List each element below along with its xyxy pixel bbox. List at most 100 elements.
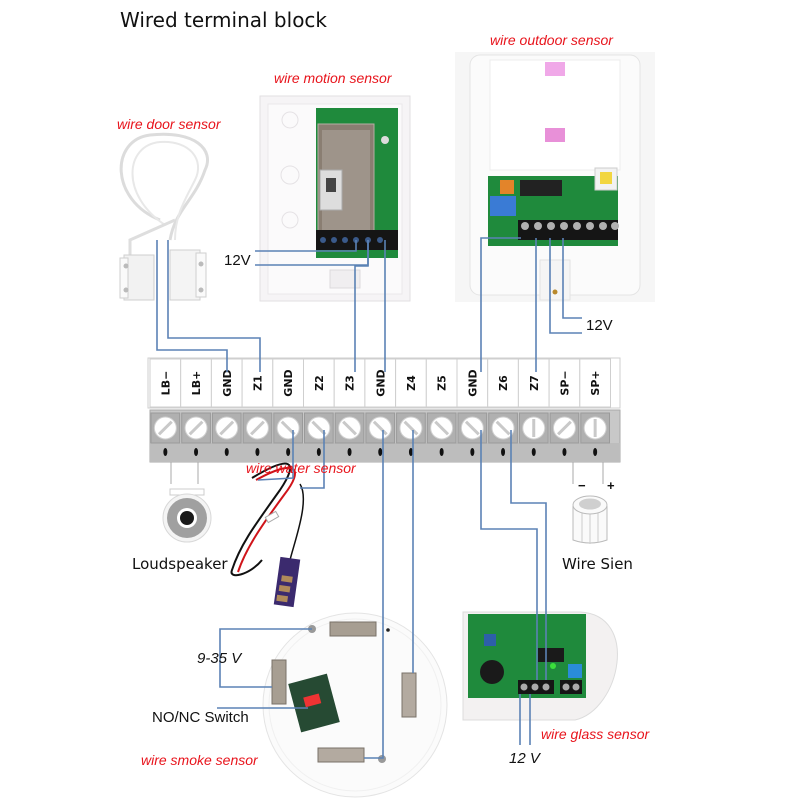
water-sensor-label: wire water sensor bbox=[246, 460, 356, 476]
no-nc-switch bbox=[303, 693, 322, 708]
terminal-wire-hole bbox=[562, 448, 567, 456]
terminal-wire-hole bbox=[163, 448, 168, 456]
wire-water-z2 bbox=[300, 430, 325, 489]
terminal-wire-hole bbox=[531, 448, 536, 456]
motion-12v-label: 12V bbox=[224, 252, 251, 269]
outdoor-sensor bbox=[455, 52, 655, 302]
screw-slot bbox=[188, 420, 204, 436]
terminal-label: Z3 bbox=[344, 375, 357, 391]
terminal-wire-hole bbox=[255, 448, 260, 456]
smoke-sensor bbox=[262, 612, 448, 798]
outdoor-12v-label: 12V bbox=[586, 317, 613, 334]
siren-label: Wire Sien bbox=[562, 555, 633, 573]
wire-outdoor-gnd bbox=[480, 237, 521, 372]
terminal-cell bbox=[456, 358, 489, 408]
screw-slot bbox=[557, 420, 572, 436]
screw-slot bbox=[495, 420, 511, 436]
door-sensor-label: wire door sensor bbox=[117, 116, 221, 132]
terminal-label: Z5 bbox=[436, 375, 449, 391]
door-magnet-right bbox=[169, 249, 201, 301]
screw-slot bbox=[219, 420, 235, 436]
terminal-wire-hole bbox=[286, 448, 291, 456]
screw-slot bbox=[434, 420, 450, 436]
screw-slot bbox=[372, 420, 388, 436]
wire-door-z1 bbox=[167, 240, 261, 372]
outdoor-led-top bbox=[545, 62, 565, 76]
terminal-label: LB+ bbox=[190, 371, 203, 396]
terminal-cell bbox=[487, 358, 519, 408]
terminal-cell bbox=[241, 358, 274, 408]
terminal-cell bbox=[149, 358, 182, 408]
terminal-wire-hole bbox=[501, 448, 506, 456]
door-sensor bbox=[119, 132, 209, 301]
glass-12v-label: 12 V bbox=[509, 750, 540, 767]
smoke-terminal-right bbox=[401, 672, 417, 718]
outdoor-led-bottom bbox=[545, 128, 565, 142]
door-magnet-left bbox=[123, 254, 155, 301]
terminal-cell bbox=[395, 358, 427, 408]
wire-door-gnd bbox=[156, 240, 228, 372]
terminal-cell bbox=[272, 358, 304, 408]
siren-plus-label: + bbox=[607, 478, 615, 493]
smoke-voltage-label: 9-35 V bbox=[197, 650, 242, 667]
smoke-terminal-top bbox=[329, 621, 377, 637]
siren-icon bbox=[572, 462, 608, 544]
screw-slot bbox=[464, 420, 480, 436]
terminal-label: Z1 bbox=[251, 375, 264, 391]
terminal-wire-hole bbox=[408, 448, 413, 456]
page-title: Wired terminal block bbox=[120, 8, 328, 32]
outdoor-sensor-label: wire outdoor sensor bbox=[490, 32, 613, 48]
terminal-wire-hole bbox=[378, 448, 383, 456]
terminal-label: Z6 bbox=[497, 375, 510, 391]
screw-slot bbox=[157, 420, 173, 436]
terminal-wire-hole bbox=[593, 448, 598, 456]
smoke-switch-label: NO/NC Switch bbox=[152, 709, 249, 726]
wire-motion-12v-a bbox=[255, 240, 357, 252]
siren-minus-label: − bbox=[578, 478, 586, 493]
smoke-terminal-bottom bbox=[317, 747, 365, 763]
screw-slot bbox=[403, 420, 419, 436]
terminal-label: GND bbox=[466, 369, 479, 396]
terminal-label: GND bbox=[221, 369, 234, 396]
terminal-label: GND bbox=[282, 369, 295, 396]
glass-sensor-label: wire glass sensor bbox=[541, 726, 650, 742]
terminal-wire-hole bbox=[224, 448, 229, 456]
wire-glass-z6 bbox=[510, 430, 547, 680]
terminal-cell bbox=[364, 358, 397, 408]
wires bbox=[156, 237, 582, 759]
terminal-wire-hole bbox=[194, 448, 199, 456]
terminal-wire-hole bbox=[439, 448, 444, 456]
wire-glass-gnd bbox=[480, 430, 538, 680]
screw-slot bbox=[342, 420, 357, 436]
wire-smoke-gnd bbox=[364, 430, 384, 759]
wire-water-gnd bbox=[257, 430, 294, 481]
screw-slot bbox=[250, 420, 265, 436]
terminal-label: SP+ bbox=[589, 370, 602, 395]
terminal-cell bbox=[180, 358, 212, 408]
screw-slot bbox=[311, 420, 327, 436]
wire-smoke-power bbox=[219, 628, 312, 688]
loudspeaker-icon bbox=[162, 462, 212, 543]
terminal-cell bbox=[425, 358, 458, 408]
terminal-label: Z7 bbox=[528, 375, 541, 391]
terminal-label: SP− bbox=[558, 370, 571, 395]
smoke-terminal-left bbox=[271, 659, 287, 705]
terminal-wire-hole bbox=[347, 448, 352, 456]
terminal-cell bbox=[333, 358, 366, 408]
glass-sensor bbox=[462, 611, 618, 721]
terminal-label: LB− bbox=[159, 371, 172, 396]
loudspeaker-label: Loudspeaker bbox=[132, 555, 228, 573]
wire-motion-z3 bbox=[354, 240, 369, 372]
motion-sensor-label: wire motion sensor bbox=[274, 70, 392, 86]
terminal-cell bbox=[548, 358, 581, 408]
water-sensor bbox=[230, 462, 305, 608]
smoke-sensor-label: wire smoke sensor bbox=[141, 752, 258, 768]
terminal-label: Z2 bbox=[313, 375, 326, 391]
terminal-cell bbox=[579, 358, 611, 408]
terminal-wire-hole bbox=[316, 448, 321, 456]
terminal-label: GND bbox=[374, 369, 387, 396]
motion-sensor bbox=[259, 95, 411, 302]
wire-outdoor-12v-red bbox=[549, 238, 582, 334]
